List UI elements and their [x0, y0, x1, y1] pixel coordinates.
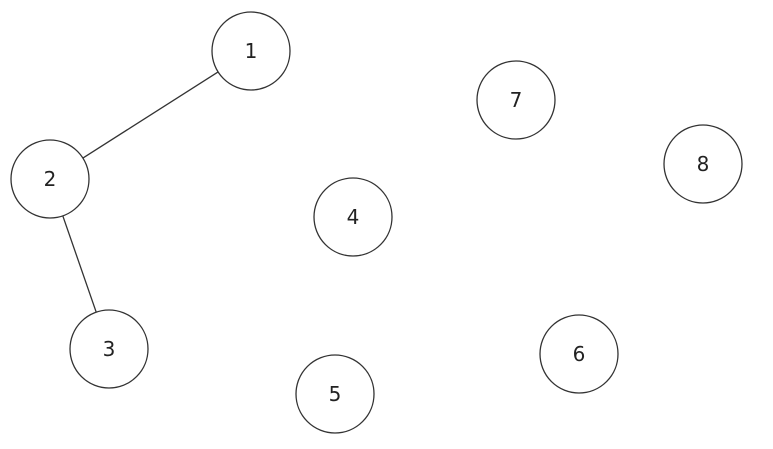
edges-layer	[62, 71, 219, 313]
node-circle	[663, 124, 743, 204]
node-label: 6	[573, 342, 586, 366]
node-label: 5	[329, 382, 342, 406]
node-3: 3	[69, 309, 149, 389]
node-1: 1	[211, 11, 291, 91]
node-circle	[539, 314, 619, 394]
node-label: 2	[44, 167, 57, 191]
edge-2-3	[62, 215, 97, 313]
nodes-layer: 1 2 3 4 5 6 7 8	[10, 11, 743, 434]
node-label: 7	[510, 88, 523, 112]
node-circle	[295, 354, 375, 434]
node-6: 6	[539, 314, 619, 394]
node-circle	[313, 177, 393, 257]
node-circle	[476, 60, 556, 140]
node-4: 4	[313, 177, 393, 257]
node-8: 8	[663, 124, 743, 204]
node-label: 4	[347, 205, 360, 229]
node-label: 1	[245, 39, 258, 63]
node-circle	[10, 139, 90, 219]
node-label: 3	[103, 337, 116, 361]
edge-1-2	[82, 71, 219, 159]
node-label: 8	[697, 152, 710, 176]
node-7: 7	[476, 60, 556, 140]
node-circle	[211, 11, 291, 91]
node-2: 2	[10, 139, 90, 219]
node-circle	[69, 309, 149, 389]
node-5: 5	[295, 354, 375, 434]
